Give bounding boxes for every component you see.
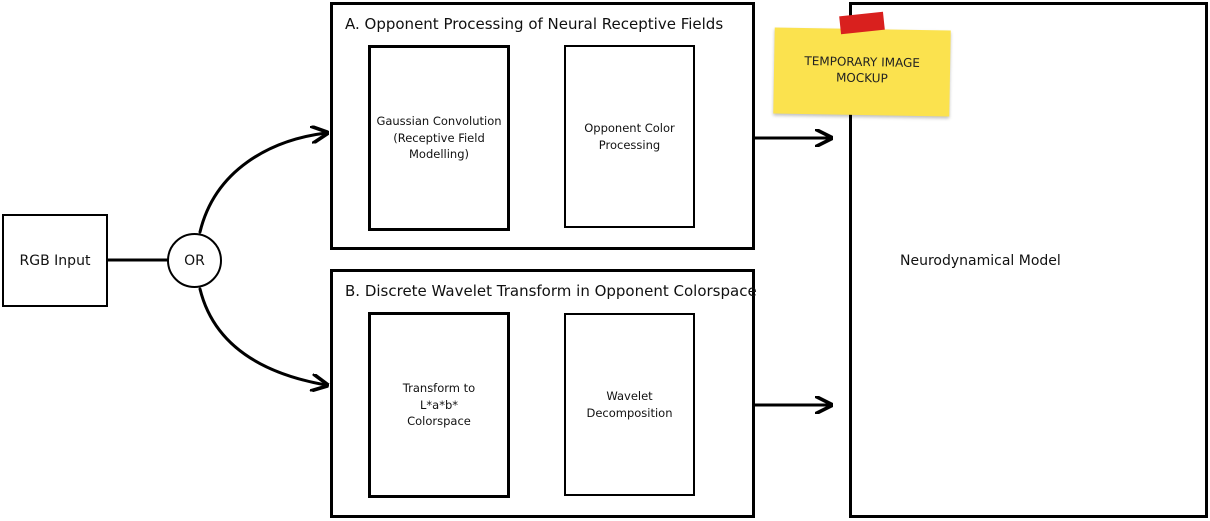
or-junction: OR — [167, 233, 222, 288]
panel-a-title: A. Opponent Processing of Neural Recepti… — [345, 15, 724, 33]
panel-b-step1-box: Transform to L*a*b* Colorspace — [368, 312, 510, 498]
panel-b-step2-label: Wavelet Decomposition — [586, 388, 673, 420]
or-to-panel-b-arrow — [198, 287, 326, 385]
rgb-input-box: RGB Input — [2, 214, 108, 307]
panel-b-title: B. Discrete Wavelet Transform in Opponen… — [345, 282, 757, 300]
panel-b-step1-label: Transform to L*a*b* Colorspace — [402, 380, 476, 429]
panel-a-step1-box: Gaussian Convolution (Receptive Field Mo… — [368, 45, 510, 231]
panel-b-step2-box: Wavelet Decomposition — [564, 313, 695, 496]
or-to-panel-a-arrow — [198, 133, 326, 234]
panel-a-step1-label: Gaussian Convolution (Receptive Field Mo… — [376, 113, 502, 162]
neurodynamical-model-label: Neurodynamical Model — [900, 253, 1061, 269]
rgb-input-label: RGB Input — [19, 252, 91, 269]
or-label: OR — [184, 252, 205, 269]
sticky-note: TEMPORARY IMAGE MOCKUP — [773, 27, 951, 117]
panel-a-step2-label: Opponent Color Processing — [584, 120, 675, 152]
panel-a-step2-box: Opponent Color Processing — [564, 45, 695, 228]
sticky-note-text: TEMPORARY IMAGE MOCKUP — [804, 53, 921, 86]
